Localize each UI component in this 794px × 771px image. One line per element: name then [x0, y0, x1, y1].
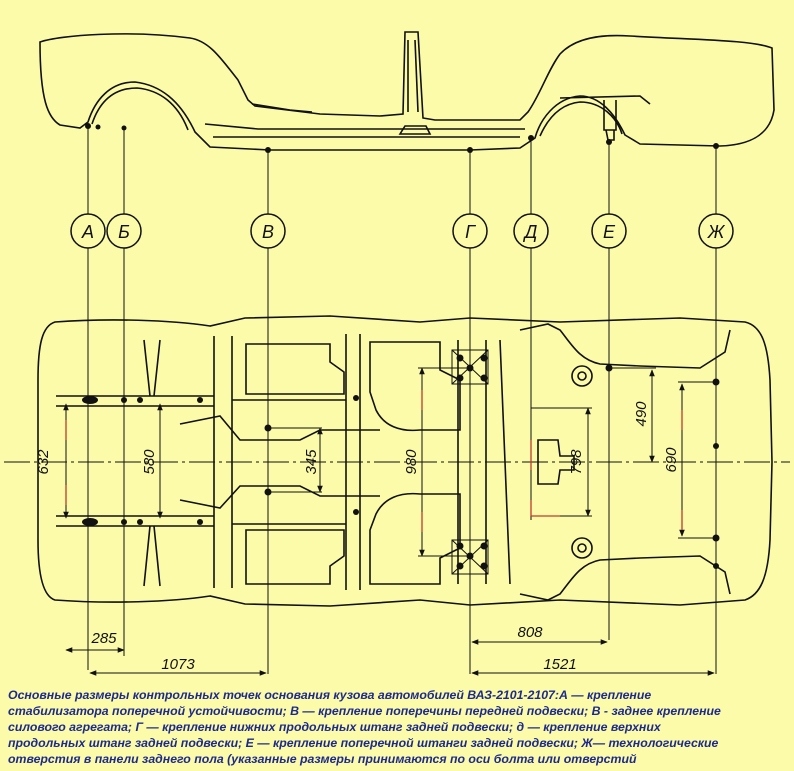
- plan-view-outline: [37, 315, 773, 607]
- caption-line: отверстия в панели заднего пола (указанн…: [8, 752, 637, 766]
- dim-632-text: 632: [35, 449, 52, 475]
- caption: Основные размеры контрольных точек основ…: [8, 687, 788, 767]
- caption-line: силового агрегата; Г — крепление нижних …: [8, 720, 661, 734]
- side-view-front-bracket: [251, 103, 313, 113]
- dim-690-text: 690: [663, 447, 680, 473]
- plan-view-rear-hump: [537, 439, 575, 485]
- plan-view-rear-arch-bottom: [519, 555, 731, 601]
- plan-view-front-panel-bottom: [245, 529, 345, 585]
- point-label-d-text: Д: [523, 222, 538, 242]
- reference-lines: [87, 126, 717, 674]
- plan-view-tunnel-bottom: [179, 485, 380, 509]
- point-label-v-text: В: [262, 222, 274, 242]
- point-label-zh-text: Ж: [707, 222, 726, 242]
- body-base-diagram: А Б В Г Д Е Ж: [4, 31, 790, 676]
- dim-285-text: 285: [90, 630, 117, 647]
- plan-view-cross-member: [232, 399, 346, 525]
- point-label-v: В: [250, 213, 286, 249]
- plan-view-front-member-bottom: [143, 525, 161, 587]
- dim-1073-text: 1073: [161, 656, 195, 673]
- plan-view-rear-panel-bottom: [369, 492, 461, 585]
- accent-lines: [65, 390, 683, 532]
- dim-798-text: 798: [568, 449, 585, 475]
- caption-line: продольных штанг задней подвески; Е — кр…: [8, 736, 719, 750]
- side-view-rear-shock-base: [605, 129, 615, 141]
- dim-580-text: 580: [141, 449, 158, 475]
- point-label-e: Е: [591, 213, 627, 249]
- plan-view-rear-panel-top: [369, 341, 461, 432]
- dimension-texts: 632 580 345 980 798 490 690 285 1073 808…: [35, 401, 680, 673]
- caption-line: стабилизатора поперечной устойчивости; В…: [8, 704, 721, 718]
- plan-view-hole-bottom: [571, 537, 593, 559]
- dimension-lines: [63, 367, 716, 676]
- plan-view-hole-top-inner: [577, 371, 587, 381]
- side-view-points: [85, 123, 719, 153]
- side-view-rear-panel: [559, 95, 651, 105]
- side-view-pillar: [407, 39, 419, 113]
- caption-line: Основные размеры контрольных точек основ…: [8, 688, 652, 702]
- point-label-a: А: [70, 213, 106, 249]
- point-label-g-text: Г: [465, 222, 476, 242]
- dim-808-text: 808: [517, 624, 543, 641]
- side-view-front-wheel-arch: [91, 87, 189, 131]
- point-label-b-text: Б: [118, 222, 130, 242]
- dim-1521-text: 1521: [543, 656, 576, 673]
- dim-490-text: 490: [633, 401, 650, 427]
- side-view-rear-wheel-arch: [539, 101, 623, 137]
- point-labels: А Б В Г Д Е Ж: [70, 213, 734, 249]
- point-label-a-text: А: [81, 222, 94, 242]
- point-label-d: Д: [513, 213, 549, 249]
- side-view-pillar-base: [398, 125, 432, 135]
- dim-345-text: 345: [303, 449, 320, 475]
- plan-view-rear-arch-top: [519, 323, 731, 369]
- point-label-e-text: Е: [603, 222, 616, 242]
- plan-view-front-panel-top: [245, 343, 345, 395]
- plan-view-longeron-top: [56, 395, 214, 407]
- side-view-outline: [39, 31, 775, 151]
- plan-view-hole-bottom-inner: [577, 543, 587, 553]
- plan-view-front-member-top: [143, 339, 161, 397]
- dim-980-text: 980: [403, 449, 420, 475]
- side-view: [39, 31, 775, 153]
- point-label-g: Г: [452, 213, 488, 249]
- point-label-zh: Ж: [698, 213, 734, 249]
- side-view-sill: [204, 123, 525, 130]
- side-view-rear-shock: [603, 100, 617, 131]
- plan-view-hole-top: [571, 365, 593, 387]
- point-label-b: Б: [106, 213, 142, 249]
- plan-view-longeron-bottom: [56, 515, 214, 527]
